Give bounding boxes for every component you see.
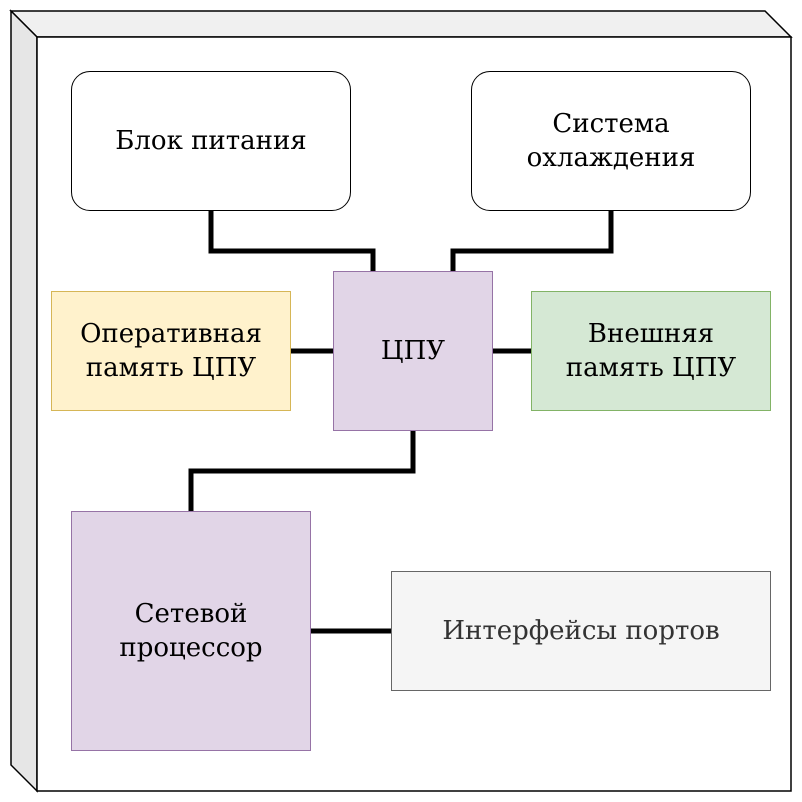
storage-label: Внешняя память ЦПУ	[565, 319, 737, 383]
cooling-system-node: Система охлаждения	[471, 71, 751, 211]
edge-power-to-cpu	[208, 211, 376, 271]
network-processor-label: Сетевой процессор	[119, 599, 263, 663]
port-interfaces-label: Интерфейсы портов	[442, 616, 720, 646]
cpu-node: ЦПУ	[333, 271, 493, 431]
enclosure-top-face	[9, 10, 793, 38]
cooling-system-label: Система охлаждения	[526, 109, 696, 173]
edge-cooling-to-cpu	[450, 211, 614, 271]
enclosure-side-face	[10, 9, 38, 793]
edge-cpu-to-network-processor	[188, 431, 416, 511]
power-supply-node: Блок питания	[71, 71, 351, 211]
cpu-label: ЦПУ	[380, 336, 446, 366]
port-interfaces-node: Интерфейсы портов	[391, 571, 771, 691]
ram-node: Оперативная память ЦПУ	[51, 291, 291, 411]
ram-label: Оперативная память ЦПУ	[80, 319, 262, 383]
connectors	[188, 211, 614, 634]
storage-node: Внешняя память ЦПУ	[531, 291, 771, 411]
power-supply-label: Блок питания	[115, 126, 307, 156]
network-processor-node: Сетевой процессор	[71, 511, 311, 751]
